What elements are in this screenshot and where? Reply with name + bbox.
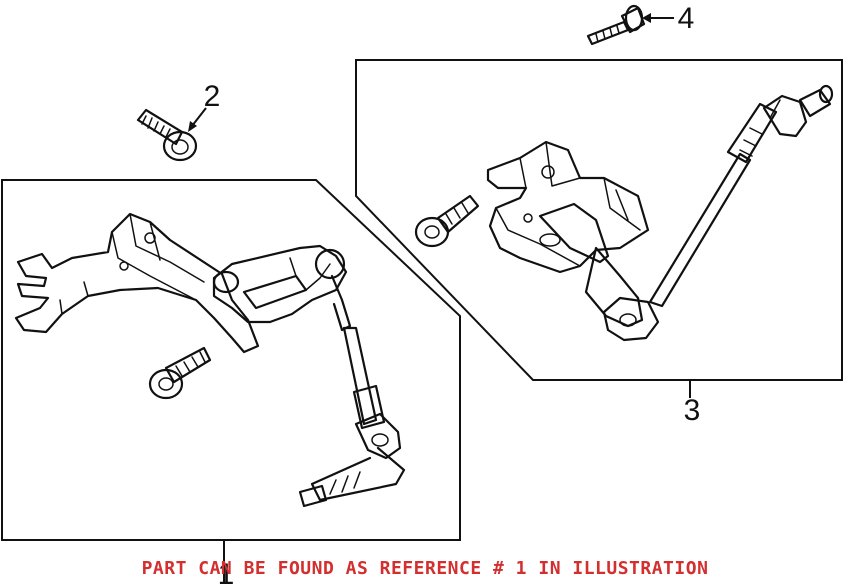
reference-note: PART CAN BE FOUND AS REFERENCE # 1 IN IL… bbox=[141, 558, 709, 579]
assembly-3-frame bbox=[355, 59, 843, 381]
bolt-4 bbox=[586, 4, 646, 46]
leader-arrow-2 bbox=[188, 107, 207, 132]
callout-1: 1 bbox=[218, 558, 235, 587]
mounting-bolt-1 bbox=[148, 346, 212, 400]
leader-arrow-4 bbox=[642, 13, 674, 23]
assembly-1-frame bbox=[1, 179, 461, 541]
callout-3: 3 bbox=[684, 394, 701, 427]
callout-4: 4 bbox=[678, 2, 695, 35]
linkage-rod-3 bbox=[602, 84, 834, 342]
callout-2: 2 bbox=[204, 80, 221, 113]
sensor-bracket-1 bbox=[14, 212, 260, 354]
mounting-bolt-3 bbox=[414, 194, 480, 248]
sensor-body-1 bbox=[212, 244, 352, 332]
bolt-2 bbox=[136, 108, 198, 162]
linkage-rod-1 bbox=[298, 326, 406, 508]
